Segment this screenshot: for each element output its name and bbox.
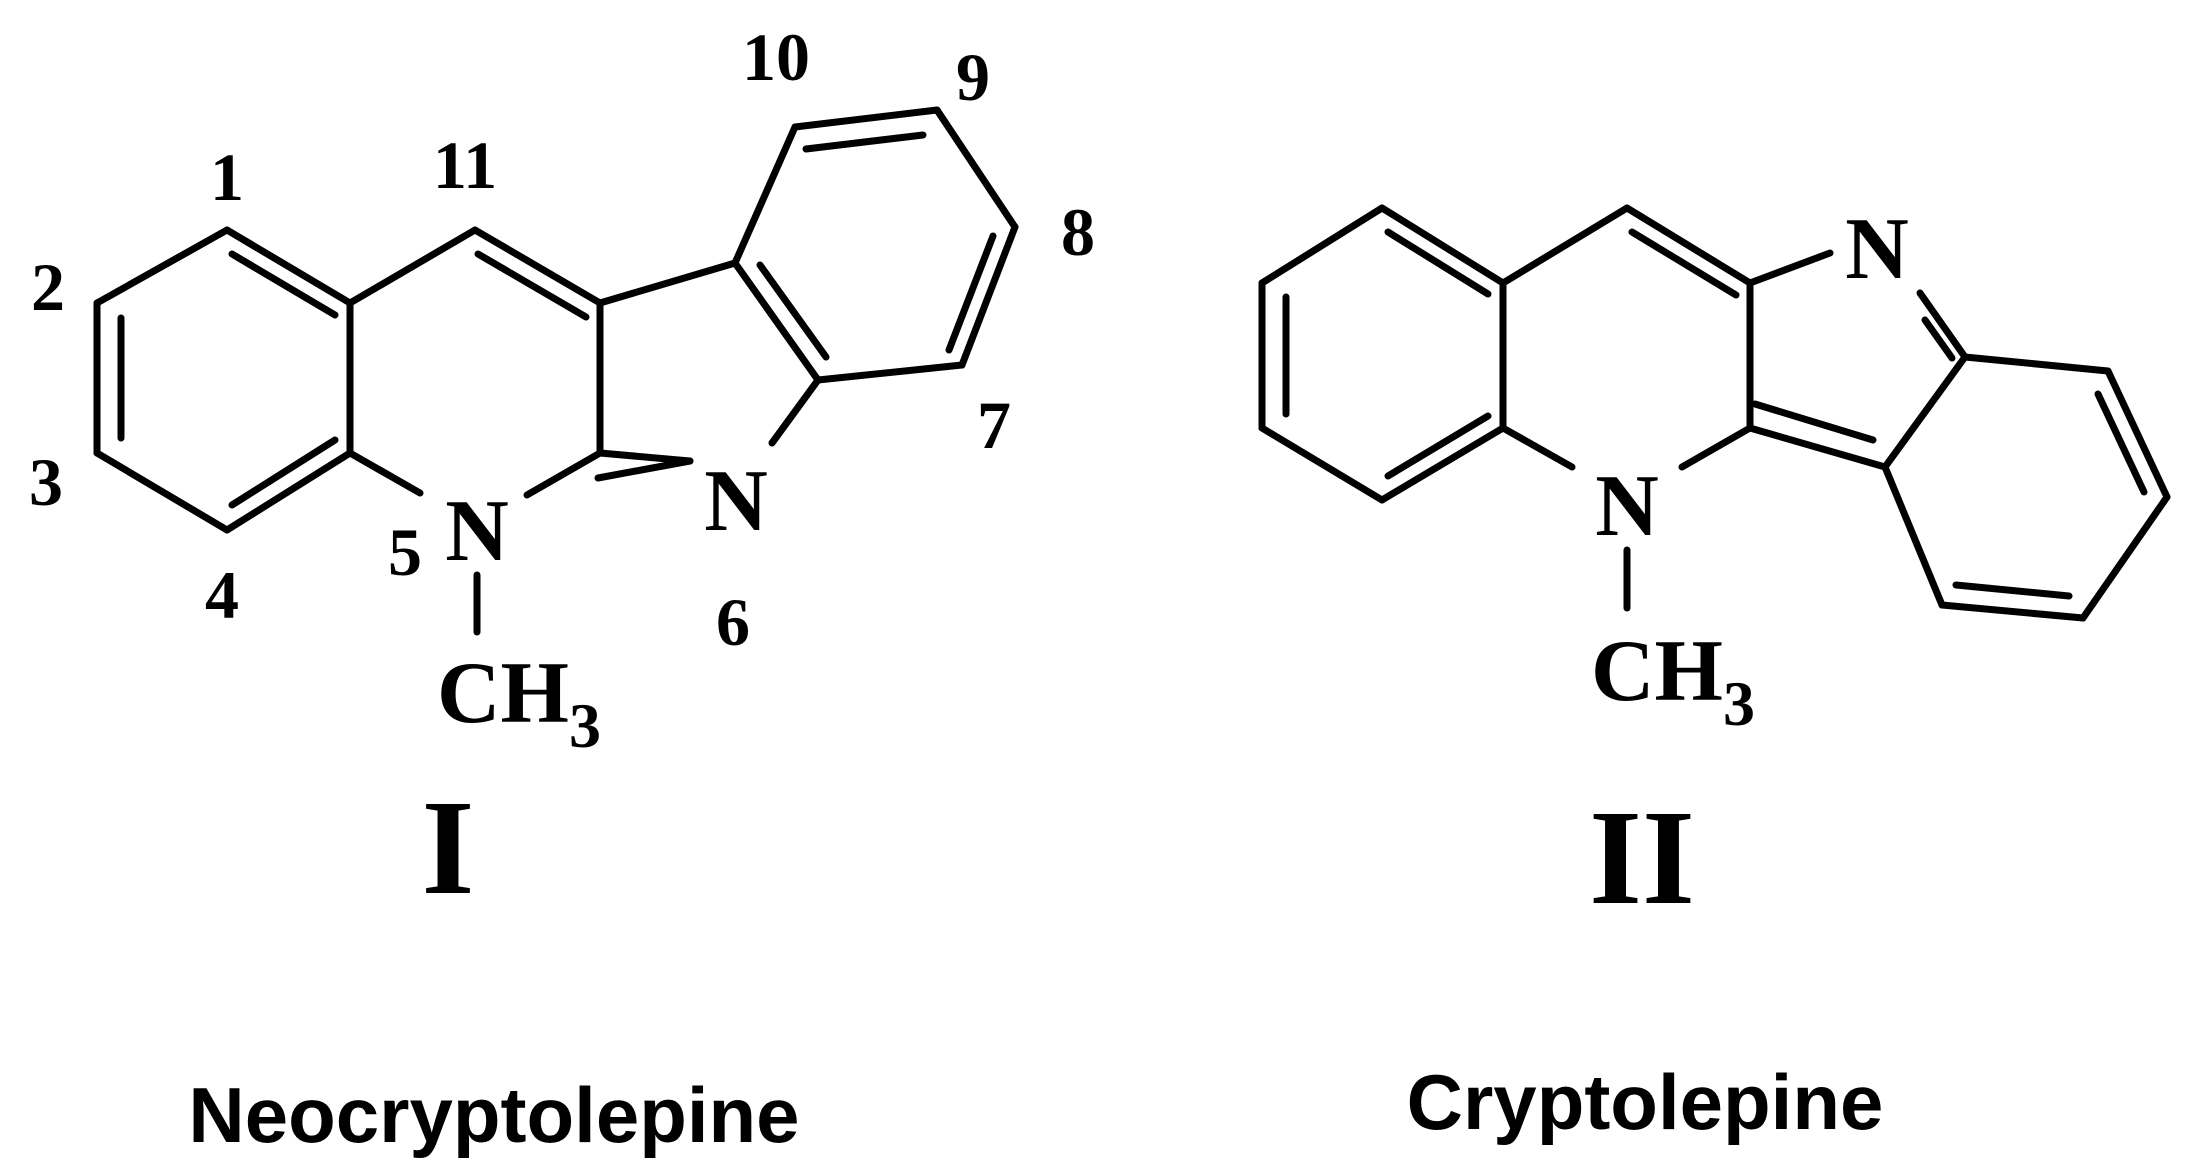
methyl-label: CH3 — [1591, 623, 1755, 739]
bond — [1258, 424, 1386, 504]
bond — [471, 226, 604, 307]
bond — [1938, 601, 2087, 622]
bond — [945, 232, 997, 354]
bond — [228, 436, 339, 509]
n-bottom-atom-label: N — [1595, 458, 1659, 555]
bond — [223, 226, 354, 307]
locant-6: 6 — [716, 584, 750, 660]
bond — [1746, 424, 1889, 471]
compound-numeral-ii: II — [1589, 783, 1695, 933]
bond — [1751, 400, 1877, 444]
bond — [802, 131, 927, 153]
bond — [474, 250, 590, 321]
bond — [1961, 353, 2112, 375]
n6-atom-label: N — [704, 453, 768, 550]
bond — [958, 223, 1019, 369]
locant-10: 10 — [742, 19, 810, 95]
locant-2: 2 — [31, 249, 65, 325]
bond — [791, 106, 941, 131]
bond — [2104, 367, 2171, 501]
bond — [1881, 353, 1969, 471]
bond — [814, 361, 966, 384]
compound-name-cryptolepine: Cryptolepine — [1407, 1058, 1884, 1146]
bond — [1384, 412, 1492, 480]
cryptolepine-bonds — [1258, 204, 2171, 622]
neocryptolepine-bonds — [93, 106, 1019, 636]
bond — [346, 226, 479, 307]
bond — [2094, 390, 2148, 496]
bond — [1628, 228, 1740, 299]
locant-7: 7 — [977, 387, 1011, 463]
bond — [346, 449, 424, 497]
bond — [1378, 204, 1507, 287]
bond — [1916, 289, 1969, 361]
locant-3: 3 — [29, 444, 63, 520]
bond — [768, 376, 822, 447]
bond — [1378, 424, 1507, 504]
bond — [223, 449, 354, 534]
bond — [2079, 493, 2171, 622]
methyl-subscript: 3 — [1723, 668, 1755, 739]
bond — [933, 106, 1019, 231]
bond — [596, 449, 694, 465]
bond — [1678, 424, 1754, 471]
bond — [1746, 249, 1834, 287]
locant-9: 9 — [956, 39, 990, 115]
locant-8: 8 — [1061, 194, 1095, 270]
bond — [228, 250, 339, 319]
n-top-atom-label: N — [1845, 201, 1909, 298]
locant-4: 4 — [205, 557, 239, 633]
bond — [93, 226, 231, 307]
bond — [1384, 228, 1492, 298]
methyl-label: CH3 — [437, 645, 601, 761]
methyl-subscript: 3 — [569, 690, 601, 761]
locant-11: 11 — [433, 127, 497, 203]
bond — [1258, 204, 1386, 287]
methyl-ch: CH — [1591, 623, 1723, 720]
bond — [1623, 204, 1754, 287]
n5-atom-label: N — [445, 483, 509, 580]
methyl-ch: CH — [437, 645, 569, 742]
bond — [756, 261, 830, 361]
bond — [596, 259, 739, 307]
locant-1: 1 — [210, 139, 244, 215]
cryptolepine-structure: N N CH3 II Cryptolepine — [1258, 201, 2171, 1146]
bond — [523, 449, 604, 499]
bond — [1499, 204, 1631, 287]
neocryptolepine-structure: N N CH3 1 2 3 4 5 6 7 8 9 10 11 I Neocry… — [29, 19, 1095, 1159]
bond — [1881, 463, 1946, 609]
compound-name-neocryptolepine: Neocryptolepine — [188, 1071, 799, 1159]
bond — [93, 449, 231, 534]
locant-5: 5 — [388, 514, 422, 590]
compound-numeral-i: I — [422, 773, 475, 923]
bond — [1952, 581, 2073, 600]
bond — [731, 123, 799, 267]
locant-numbers: 1 2 3 4 5 6 7 8 9 10 11 — [29, 19, 1095, 660]
bond — [594, 457, 694, 482]
bond — [1499, 424, 1576, 471]
bond — [731, 259, 822, 384]
bond — [1921, 316, 1956, 362]
